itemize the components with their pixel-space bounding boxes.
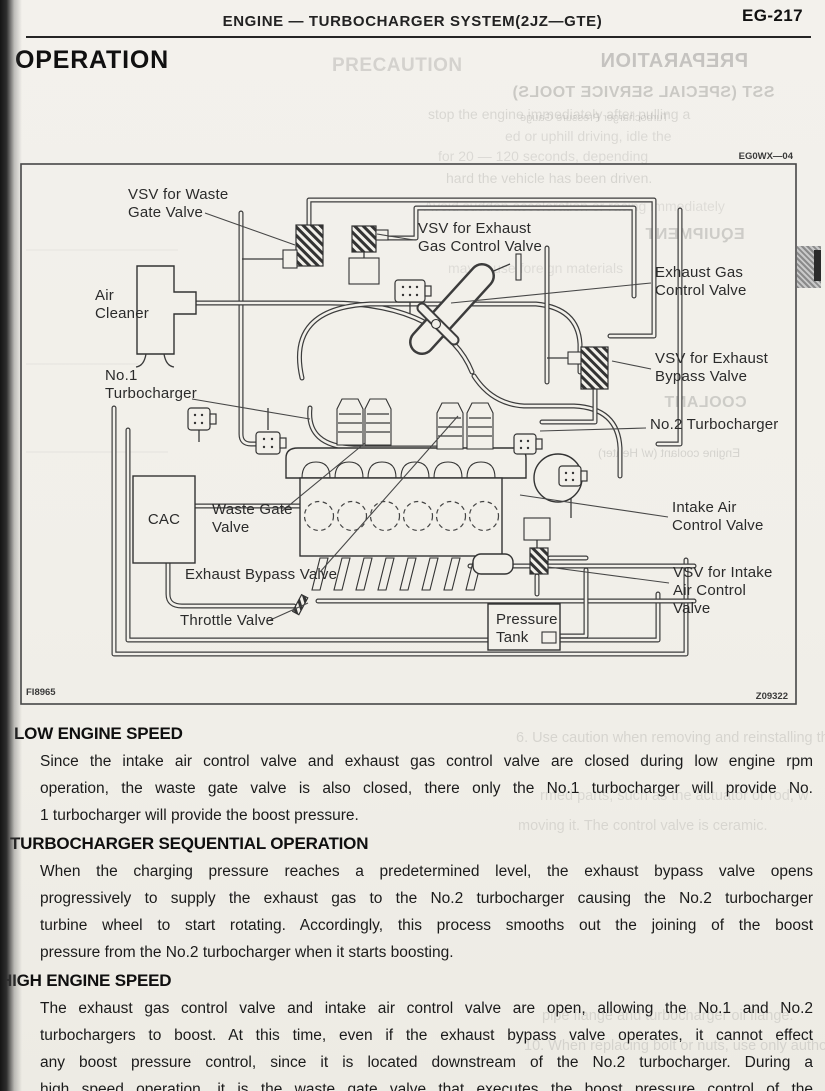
vsv-waste-gate-block bbox=[282, 224, 324, 269]
vsv-exhaust-bypass-block bbox=[567, 346, 609, 390]
label-air-cleaner: Cleaner bbox=[95, 305, 149, 322]
cac-box: CAC bbox=[132, 475, 196, 564]
section-heading-sequential-operation: TURBOCHARGER SEQUENTIAL OPERATION bbox=[10, 834, 369, 853]
connector bbox=[255, 431, 287, 455]
cac-label: CAC bbox=[148, 511, 180, 528]
oil-pan-fins bbox=[311, 557, 483, 591]
ghost-text: ed or uphill driving, idle the bbox=[505, 128, 672, 144]
label-exhaust-gas-control: Control Valve bbox=[655, 282, 747, 299]
connector bbox=[394, 279, 432, 303]
label-vsv-exhaust-bypass: Bypass Valve bbox=[655, 368, 747, 385]
exhaust-gas-control-valve-body bbox=[422, 253, 522, 342]
page-edge-tab bbox=[797, 246, 821, 288]
figure-ref-left: FI8965 bbox=[26, 687, 56, 698]
intake-air-control-valve-body bbox=[472, 553, 514, 575]
pressure-tank-label: Tank bbox=[496, 629, 529, 646]
label-vsv-intake-air: Air Control bbox=[673, 582, 746, 599]
exhaust-manifold bbox=[285, 447, 527, 479]
label-vsv-intake-air: VSV for Intake bbox=[673, 564, 773, 581]
label-waste-gate: Waste Gate bbox=[212, 501, 293, 518]
text-line: pressure from the No.2 turbocharger when… bbox=[40, 944, 454, 961]
text-line: progressively to supply the exhaust gas … bbox=[40, 890, 813, 907]
connector bbox=[187, 407, 217, 431]
text-line: any boost pressure control, since it is … bbox=[40, 1054, 813, 1071]
text-line: operation, the waste gate valve is also … bbox=[40, 780, 813, 797]
label-no1-turbo: Turbocharger bbox=[105, 385, 197, 402]
text-line: When the charging pressure reaches a pre… bbox=[40, 863, 813, 880]
turbocharger-wheels bbox=[336, 398, 494, 450]
pressure-tank-label: Pressure bbox=[496, 611, 558, 628]
ghost-text: hard the vehicle has been driven. bbox=[446, 170, 653, 186]
label-intake-air-control: Control Valve bbox=[672, 517, 764, 534]
diagram-labels: VSV for Waste Gate Valve VSV for Exhaust… bbox=[95, 186, 778, 629]
label-intake-air-control: Intake Air bbox=[672, 499, 737, 516]
vacuum-hoses bbox=[198, 252, 572, 548]
text-line: 1 turbocharger will provide the boost pr… bbox=[40, 807, 359, 824]
turbocharger-system-diagram: EG0WX—04 FI8965 Z09322 bbox=[20, 151, 797, 705]
engine-block bbox=[299, 477, 503, 557]
text-line: high speed operation, it is the waste ga… bbox=[40, 1081, 813, 1091]
label-throttle: Throttle Valve bbox=[180, 612, 274, 629]
paragraph: Since the intake air control valve and e… bbox=[14, 748, 817, 829]
label-no1-turbo: No.1 bbox=[105, 367, 138, 384]
ghost-text: SST (SPECIAL SERVICE TOOLS) bbox=[512, 84, 775, 101]
label-vsv-exhaust-bypass: VSV for Exhaust bbox=[655, 350, 769, 367]
label-vsv-waste-gate: VSV for Waste bbox=[128, 186, 228, 203]
label-waste-gate: Valve bbox=[212, 519, 249, 536]
label-exhaust-gas-control: Exhaust Gas bbox=[655, 264, 743, 281]
label-vsv-exhaust-gas: Gas Control Valve bbox=[418, 238, 542, 255]
label-vsv-exhaust-gas: VSV for Exhaust bbox=[418, 220, 532, 237]
air-cleaner-shape bbox=[135, 265, 197, 368]
ghost-text: for 20 — 120 seconds, depending bbox=[438, 148, 649, 164]
leader-lines bbox=[191, 212, 670, 622]
figure-code: EG0WX—04 bbox=[739, 151, 794, 162]
operation-text: LOW ENGINE SPEED Since the intake air co… bbox=[0, 722, 817, 1091]
label-vsv-intake-air: Valve bbox=[673, 600, 710, 617]
ghost-text: PREPARATION bbox=[600, 50, 749, 72]
connector bbox=[558, 465, 588, 487]
label-exhaust-bypass: Exhaust Bypass Valve bbox=[185, 566, 337, 583]
scan-binding-shadow bbox=[0, 0, 22, 1091]
connector bbox=[513, 433, 543, 455]
header-rule bbox=[26, 36, 811, 38]
page-title: OPERATION bbox=[15, 46, 169, 74]
figure-ref-right: Z09322 bbox=[756, 691, 788, 702]
label-vsv-waste-gate: Gate Valve bbox=[128, 204, 203, 221]
section-heading-low-engine-speed: LOW ENGINE SPEED bbox=[14, 724, 183, 743]
ghost-text: moving it. The control valve is ceramic. bbox=[518, 818, 768, 834]
page-header-title: ENGINE — TURBOCHARGER SYSTEM(2JZ—GTE) bbox=[222, 13, 603, 30]
throttle-valve-mark bbox=[291, 593, 309, 616]
ghost-text: stop the engine immediately after pullin… bbox=[428, 106, 691, 122]
ghost-text: PRECAUTION bbox=[332, 55, 463, 76]
paragraph: When the charging pressure reaches a pre… bbox=[14, 858, 817, 966]
text-line: turbine wheel to start rotating. Accordi… bbox=[40, 917, 813, 934]
ghost-text: 10. When replacing bolt or nuts, use onl… bbox=[524, 1038, 825, 1054]
text-line: turbochargers to boost. At this time, ev… bbox=[40, 1027, 813, 1044]
ghost-text: 6. Use caution when removing and reinsta… bbox=[516, 730, 825, 746]
pressure-tank-box: Pressure Tank bbox=[487, 603, 561, 651]
paragraph: The exhaust gas control valve and intake… bbox=[14, 995, 817, 1091]
text-line: Since the intake air control valve and e… bbox=[40, 753, 813, 770]
text-line: The exhaust gas control valve and intake… bbox=[40, 1000, 813, 1017]
label-no2-turbo: No.2 Turbocharger bbox=[650, 416, 778, 433]
section-heading-high-engine-speed: HIGH ENGINE SPEED bbox=[0, 971, 172, 990]
ghost-text: pipe flange and turbocharger oil flange. bbox=[542, 1008, 794, 1024]
page-number: EG-217 bbox=[742, 6, 803, 25]
ghost-text: rmed parts, such as the actuator or rod,… bbox=[540, 788, 809, 804]
label-air-cleaner: Air bbox=[95, 287, 114, 304]
vsv-intake-air-block bbox=[523, 517, 551, 575]
